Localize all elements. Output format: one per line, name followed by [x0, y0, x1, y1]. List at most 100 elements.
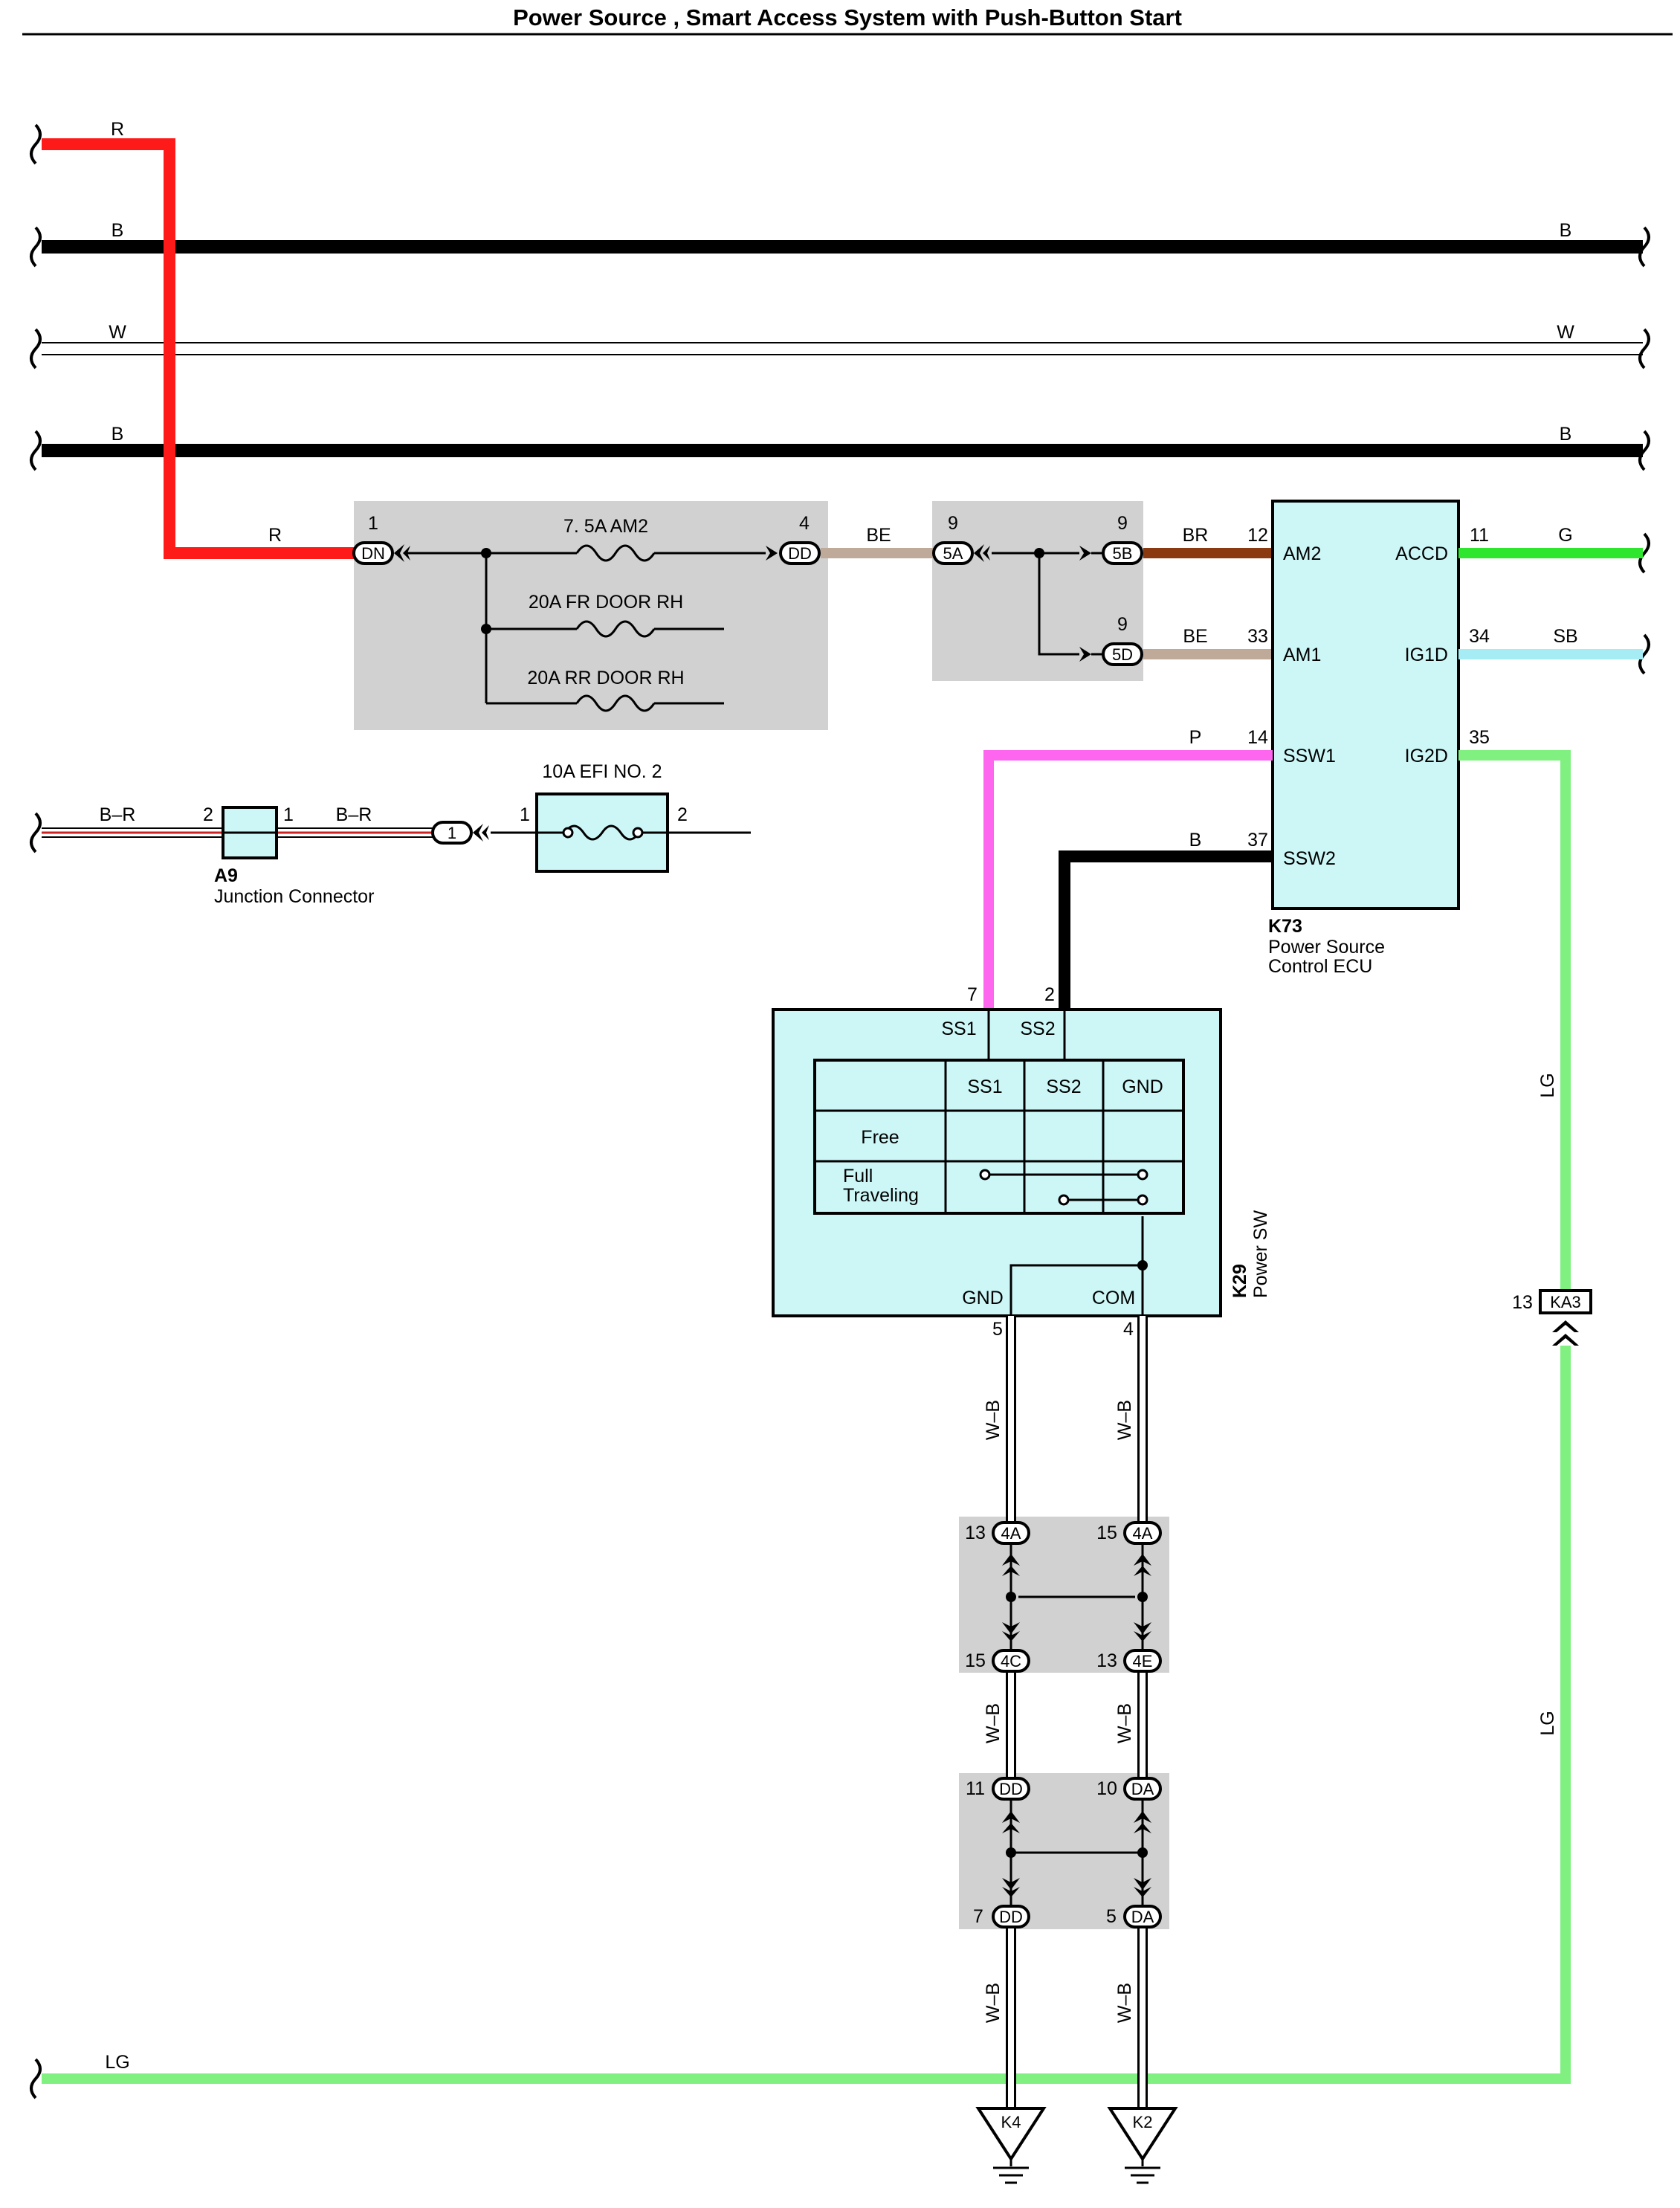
- table-row-traveling: Traveling: [843, 1185, 919, 1206]
- pin-number: 15: [1096, 1523, 1117, 1543]
- connector-dd: [779, 541, 821, 565]
- wire-label-lg-upper: LG: [1537, 1073, 1558, 1097]
- connector-label: 4A: [1133, 1524, 1153, 1543]
- wire-label-w-b: W–B: [1114, 1400, 1135, 1440]
- pin-number: 4: [1123, 1319, 1134, 1340]
- connector-dd-ground: [992, 1777, 1030, 1801]
- fuse-efi-label: 10A EFI NO. 2: [542, 761, 662, 782]
- connector-arrow: [1552, 1320, 1579, 1346]
- wire-label-r: R: [111, 119, 124, 140]
- wire-b-ssw2: [1059, 850, 1273, 1010]
- junction-connector-id: A9: [214, 865, 238, 886]
- pin-number: 15: [965, 1650, 986, 1671]
- connector-5b-label: 5B: [1113, 544, 1133, 563]
- ecu-id: K73: [1268, 916, 1302, 937]
- table-header-ss2: SS2: [1046, 1076, 1081, 1097]
- wire-label-b2-right: B: [1560, 424, 1572, 445]
- fuse-label-rr-door-rh: 20A RR DOOR RH: [527, 668, 684, 688]
- wire-label-lg-lower: LG: [1537, 1711, 1558, 1735]
- ecu-left-pins: BR 12 AM2 BE 33 AM1 P 14 SSW1 B 37 SSW2: [1183, 525, 1336, 869]
- wire-lg-ig2d-lower: [42, 1346, 1571, 2084]
- table-header-ss1: SS1: [967, 1076, 1002, 1097]
- table-header-gnd: GND: [1122, 1076, 1163, 1097]
- pin-number: 2: [1044, 984, 1055, 1005]
- wire-label-be: BE: [866, 525, 891, 546]
- junction-block-gnd2-wiring: [1002, 1799, 1151, 1906]
- table-row-free: Free: [861, 1127, 899, 1148]
- fuse-label-fr-door-rh: 20A FR DOOR RH: [529, 592, 683, 613]
- power-sw-terminal-lines: [987, 1010, 1144, 1316]
- pin-number: 2: [203, 804, 213, 825]
- pin-number: 13: [1096, 1650, 1117, 1671]
- svg-text:IG1D: IG1D: [1405, 645, 1448, 665]
- terminal-ss1: SS1: [941, 1019, 976, 1039]
- connector-label: 4C: [1001, 1652, 1021, 1670]
- svg-text:P: P: [1189, 727, 1202, 748]
- wire-label-w-b: W–B: [983, 1400, 1004, 1440]
- wire-label-b1-left: B: [112, 220, 124, 241]
- wire-lg-ig2d: [1458, 750, 1571, 1291]
- wire-r: [42, 138, 354, 559]
- connector-dd-ground-bottom: [992, 1905, 1030, 1928]
- fuse-efi-symbol: [537, 824, 751, 841]
- connector-da-ground: [1123, 1777, 1162, 1801]
- pin-number: 13: [965, 1523, 986, 1543]
- ground-icon: [975, 2107, 1047, 2184]
- pin-number: 7: [967, 984, 978, 1005]
- connector-4c: [992, 1649, 1030, 1673]
- terminal-gnd: GND: [962, 1288, 1004, 1308]
- pin-number: 7: [973, 1906, 983, 1927]
- svg-text:B: B: [1189, 830, 1202, 850]
- fuse-block-wiring: [407, 544, 766, 712]
- connector-label: DD: [999, 1908, 1023, 1926]
- connector-5a-label: 5A: [943, 544, 963, 563]
- wire-label-b2-left: B: [112, 424, 124, 445]
- terminal-ss2: SS2: [1020, 1019, 1055, 1039]
- connector-5a: [932, 541, 974, 565]
- svg-text:33: 33: [1247, 626, 1268, 647]
- connector-5d-label: 5D: [1112, 645, 1133, 664]
- wire-label-lg-bottom: LG: [105, 2052, 129, 2073]
- diagram-title: Power Source , Smart Access System with …: [513, 4, 1182, 30]
- junction-connector-name: Junction Connector: [214, 886, 374, 907]
- pin-number: 11: [966, 1778, 985, 1799]
- connector-4e: [1123, 1649, 1162, 1673]
- wire-label-w-b: W–B: [1114, 1983, 1135, 2023]
- wire-label-w-b: W–B: [983, 1703, 1004, 1743]
- splice-point: [481, 624, 491, 634]
- pin-number: 4: [799, 513, 810, 534]
- wire-label-b-r-right: B–R: [336, 804, 372, 825]
- wire-label-w-b: W–B: [1114, 1703, 1135, 1743]
- pin-number: 1: [283, 804, 294, 825]
- svg-text:BR: BR: [1183, 525, 1209, 546]
- wire-label-w-right: W: [1557, 322, 1574, 343]
- ecu-right-pins: ACCD 11 G IG1D 34 SB IG2D 35: [1395, 525, 1578, 766]
- ground-icon: [1107, 2107, 1178, 2184]
- pin-number: 5: [992, 1319, 1003, 1340]
- connector-dd-label: DD: [788, 544, 812, 563]
- junction-block-gnd1-wiring: [1002, 1542, 1151, 1650]
- pin-number: 9: [948, 513, 958, 534]
- ecu-name-line2: Control ECU: [1268, 956, 1372, 977]
- pin-number: 10: [1096, 1778, 1117, 1799]
- table-row-full: Full: [843, 1166, 873, 1187]
- connector-label: DD: [999, 1780, 1023, 1798]
- connector-label: 4A: [1001, 1524, 1021, 1543]
- svg-text:G: G: [1558, 525, 1572, 546]
- fuse-label-am2: 7. 5A AM2: [563, 516, 648, 537]
- connector-1-label: 1: [448, 824, 456, 842]
- pin-number: 9: [1117, 614, 1128, 635]
- svg-text:SB: SB: [1553, 626, 1577, 647]
- splice-point: [1137, 1260, 1148, 1271]
- wire-label-w-b: W–B: [983, 1983, 1004, 2023]
- svg-text:BE: BE: [1183, 626, 1207, 647]
- splice-point: [1034, 548, 1044, 558]
- svg-text:AM1: AM1: [1283, 645, 1321, 665]
- power-sw-name: Power SW: [1250, 1210, 1271, 1298]
- svg-text:IG2D: IG2D: [1405, 746, 1448, 766]
- ground-k4-label: K4: [1001, 2113, 1021, 2131]
- wire-w-b: [1006, 1316, 1148, 2067]
- fuse-block-background: [354, 501, 828, 730]
- ground-k2-label: K2: [1133, 2113, 1153, 2131]
